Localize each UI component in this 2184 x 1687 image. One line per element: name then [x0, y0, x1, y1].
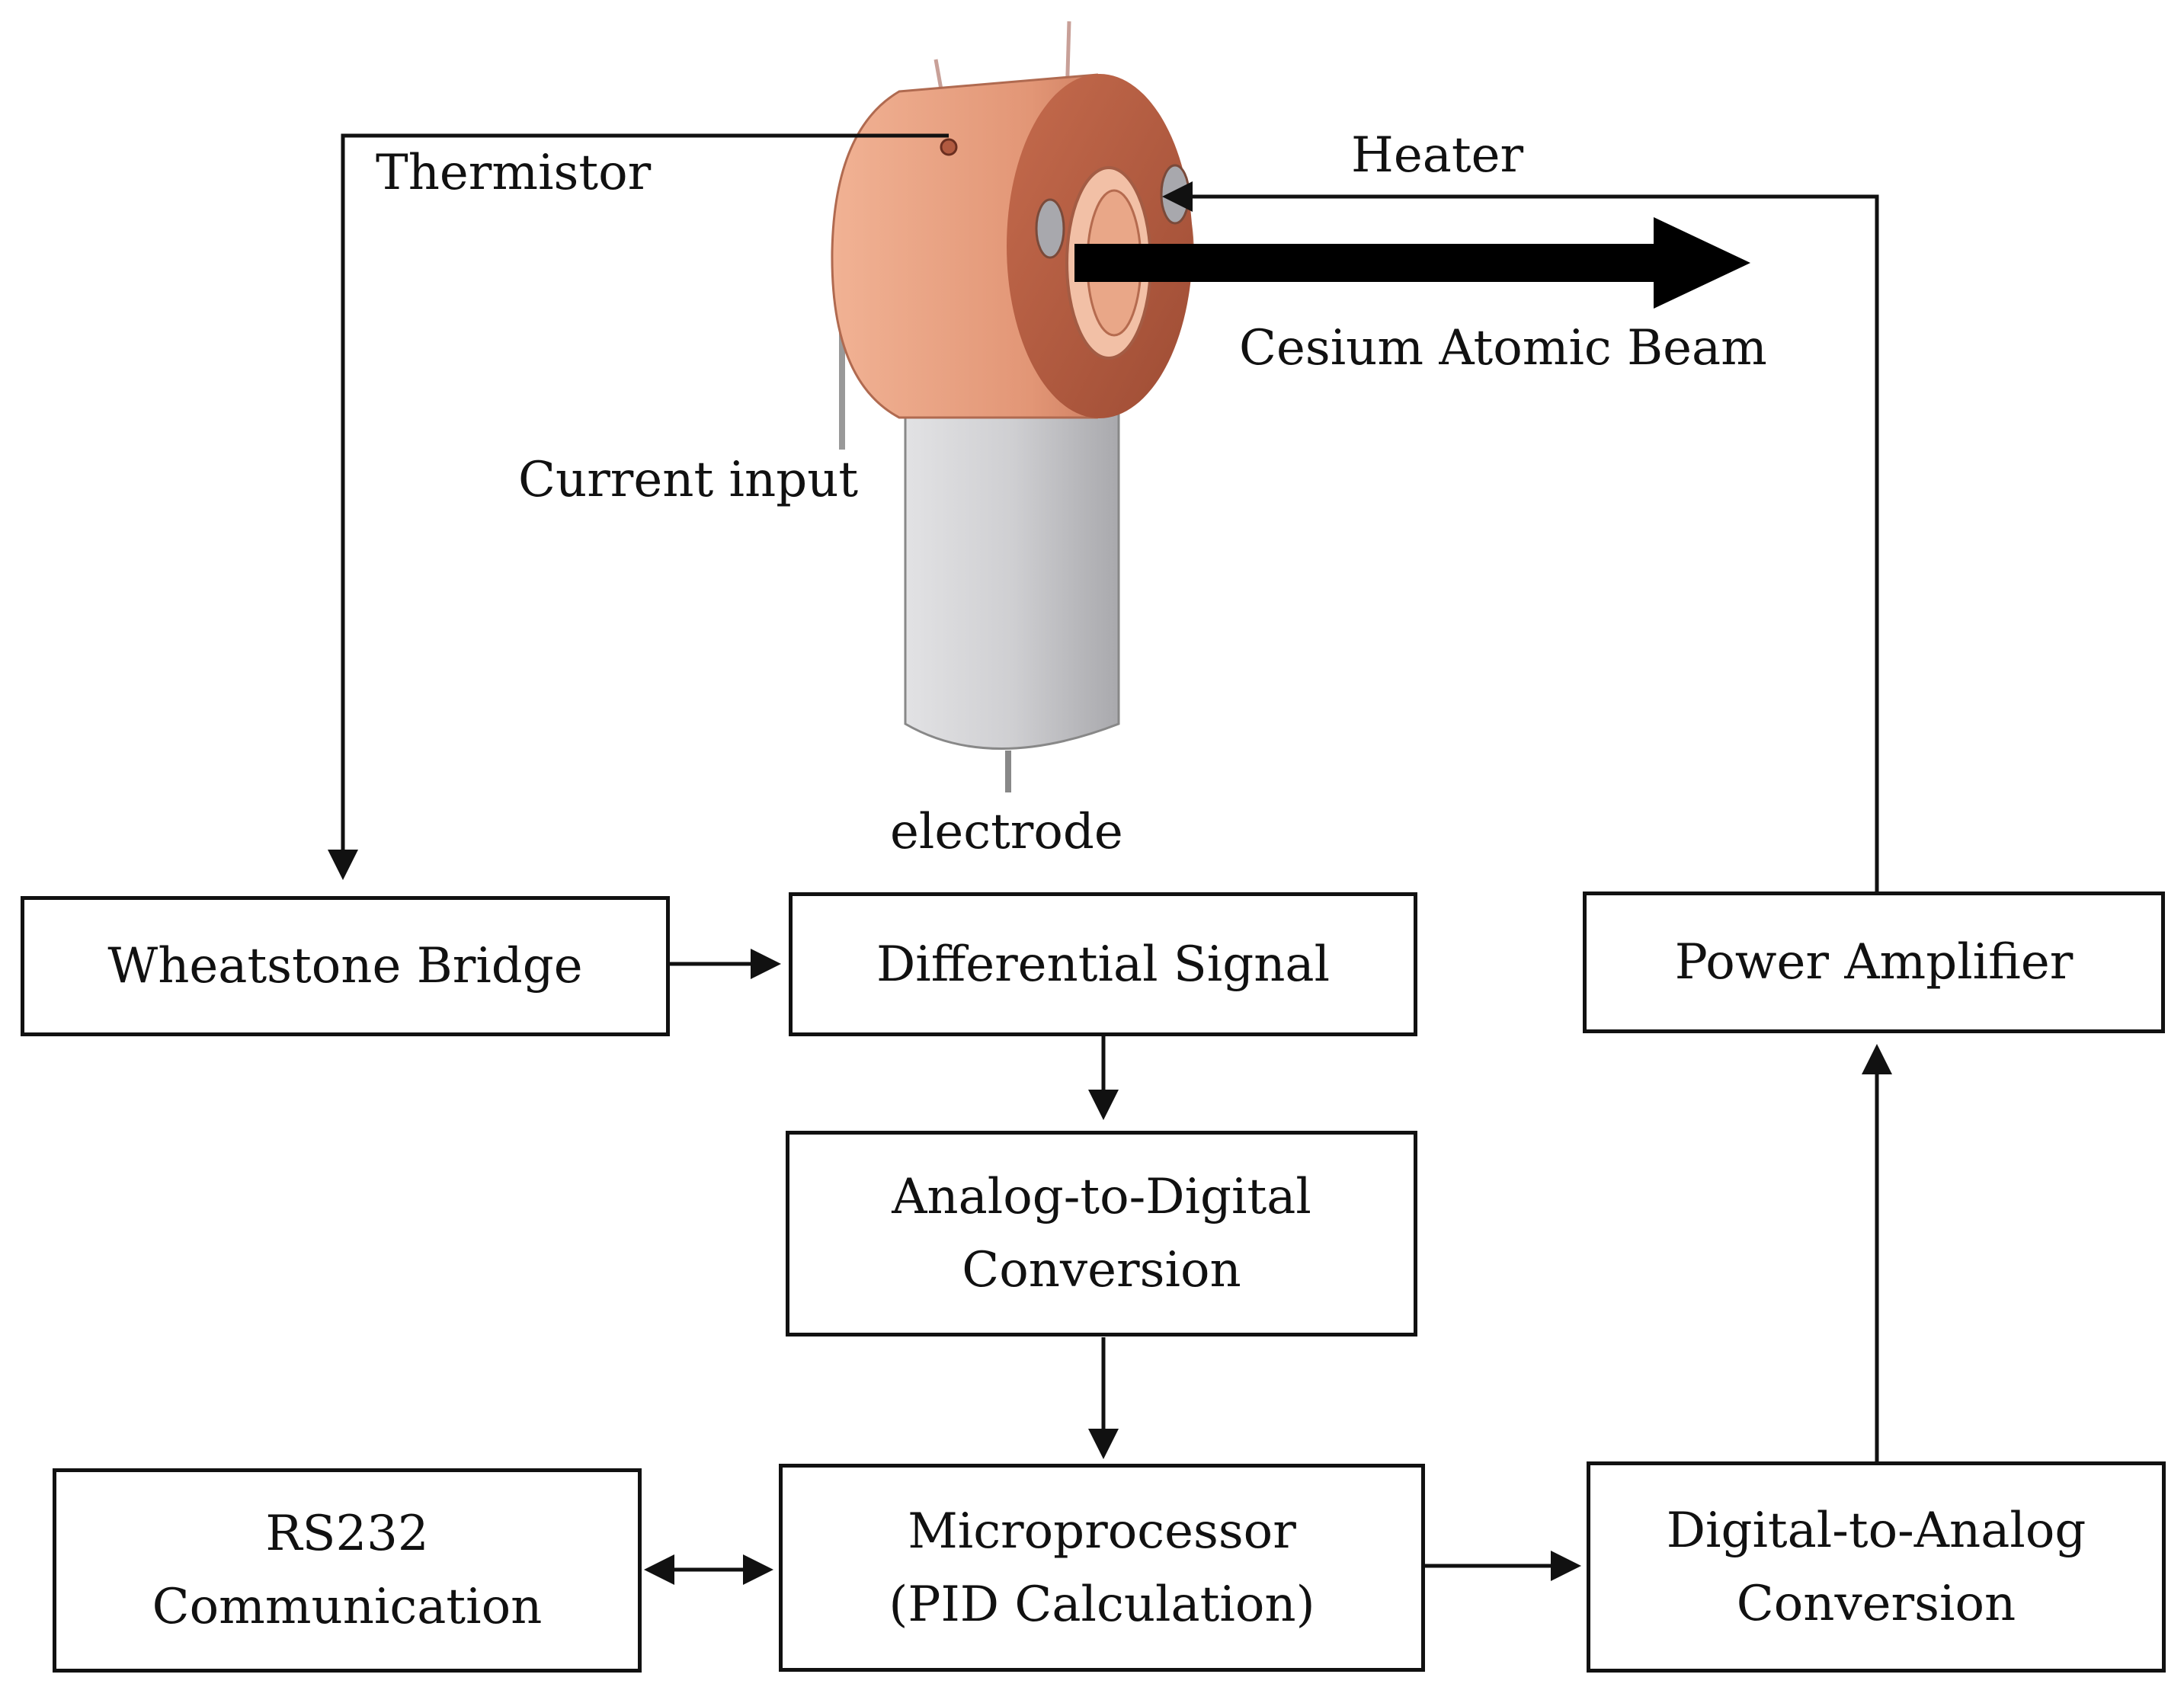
rs232-block: RS232 Communication: [53, 1468, 642, 1673]
beam-label: Cesium Atomic Beam: [1239, 320, 1767, 376]
wheatstone-bridge-label: Wheatstone Bridge: [107, 938, 583, 994]
rs232-label-line1: RS232: [265, 1506, 429, 1562]
adc-label-line2: Conversion: [962, 1242, 1241, 1298]
rs232-label-line2: Communication: [152, 1579, 543, 1635]
heater-port-left: [1035, 198, 1065, 259]
differential-signal-label: Differential Signal: [876, 936, 1331, 993]
electrode-label: electrode: [890, 804, 1123, 860]
adc-block: Analog-to-Digital Conversion: [786, 1131, 1417, 1336]
power-amplifier-block: Power Amplifier: [1583, 892, 2165, 1033]
dac-label-line2: Conversion: [1736, 1575, 2016, 1632]
heater-port-right: [1160, 164, 1190, 225]
microprocessor-block: Microprocessor (PID Calculation): [779, 1464, 1425, 1672]
microprocessor-label-line2: (PID Calculation): [889, 1576, 1315, 1633]
wheatstone-bridge-block: Wheatstone Bridge: [21, 896, 670, 1036]
differential-signal-block: Differential Signal: [789, 892, 1417, 1036]
heater-label: Heater: [1351, 127, 1524, 184]
beam-arrow: [1074, 217, 1750, 309]
dac-label-line1: Digital-to-Analog: [1666, 1502, 2086, 1559]
thermistor-point: [940, 138, 958, 156]
dac-block: Digital-to-Analog Conversion: [1587, 1461, 2166, 1673]
thermistor-label: Thermistor: [376, 145, 652, 201]
adc-label-line1: Analog-to-Digital: [892, 1169, 1311, 1225]
current-input-label: Current input: [518, 452, 859, 508]
power-amplifier-label: Power Amplifier: [1674, 934, 2074, 991]
heater-drive-line: [1162, 181, 1879, 892]
thermistor-signal-line: [328, 133, 949, 880]
steel-cylinder: [904, 383, 1120, 750]
microprocessor-label-line1: Microprocessor: [908, 1503, 1296, 1560]
